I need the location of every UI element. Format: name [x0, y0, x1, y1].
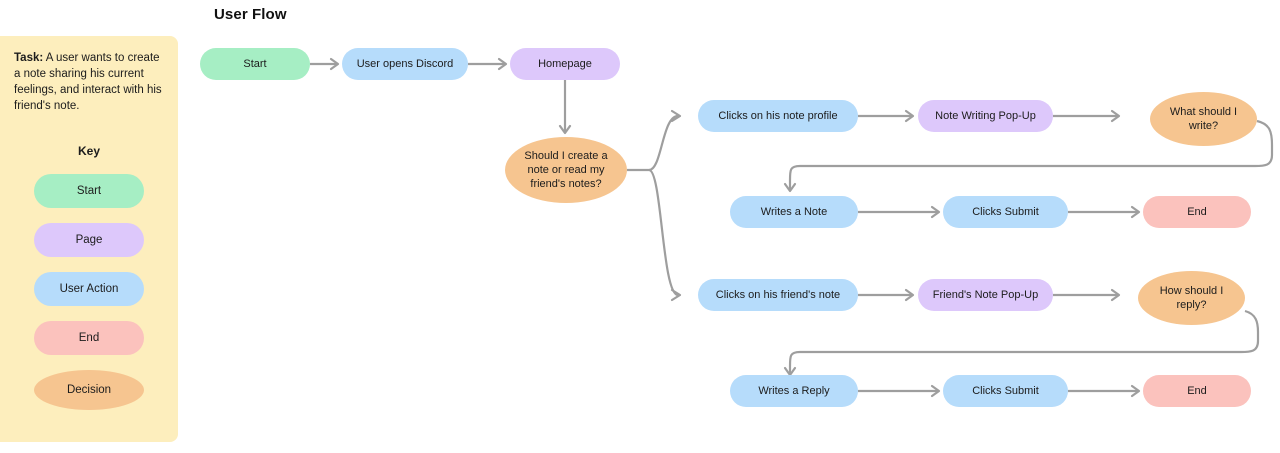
- key-legend: Start Page User Action End Decision: [14, 174, 164, 410]
- node-end-reply[interactable]: End: [1143, 375, 1251, 407]
- node-user-opens-discord[interactable]: User opens Discord: [342, 48, 468, 80]
- node-clicks-on-his-friends-note[interactable]: Clicks on his friend's note: [698, 279, 858, 311]
- node-end-note[interactable]: End: [1143, 196, 1251, 228]
- node-writes-a-note[interactable]: Writes a Note: [730, 196, 858, 228]
- node-clicks-submit-reply[interactable]: Clicks Submit: [943, 375, 1068, 407]
- node-writes-a-reply[interactable]: Writes a Reply: [730, 375, 858, 407]
- node-note-writing-popup[interactable]: Note Writing Pop-Up: [918, 100, 1053, 132]
- key-item-start: Start: [34, 174, 144, 208]
- node-decision-how-should-i-reply[interactable]: How should I reply?: [1138, 271, 1245, 325]
- node-homepage[interactable]: Homepage: [510, 48, 620, 80]
- key-item-end: End: [34, 321, 144, 355]
- key-item-user-action: User Action: [34, 272, 144, 306]
- task-label: Task:: [14, 52, 44, 64]
- node-decision-create-or-read[interactable]: Should I create a note or read my friend…: [505, 137, 627, 203]
- node-clicks-submit-note[interactable]: Clicks Submit: [943, 196, 1068, 228]
- task-body: A user wants to create a note sharing hi…: [14, 52, 162, 112]
- key-item-decision: Decision: [34, 370, 144, 410]
- node-start[interactable]: Start: [200, 48, 310, 80]
- page-title: User Flow: [214, 6, 287, 23]
- node-friends-note-popup[interactable]: Friend's Note Pop-Up: [918, 279, 1053, 311]
- node-clicks-on-his-note-profile[interactable]: Clicks on his note profile: [698, 100, 858, 132]
- key-item-page: Page: [34, 223, 144, 257]
- task-description: Task: A user wants to create a note shar…: [14, 50, 164, 114]
- task-key-panel: Task: A user wants to create a note shar…: [0, 36, 178, 442]
- key-heading: Key: [77, 144, 100, 158]
- node-decision-what-should-i-write[interactable]: What should I write?: [1150, 92, 1257, 146]
